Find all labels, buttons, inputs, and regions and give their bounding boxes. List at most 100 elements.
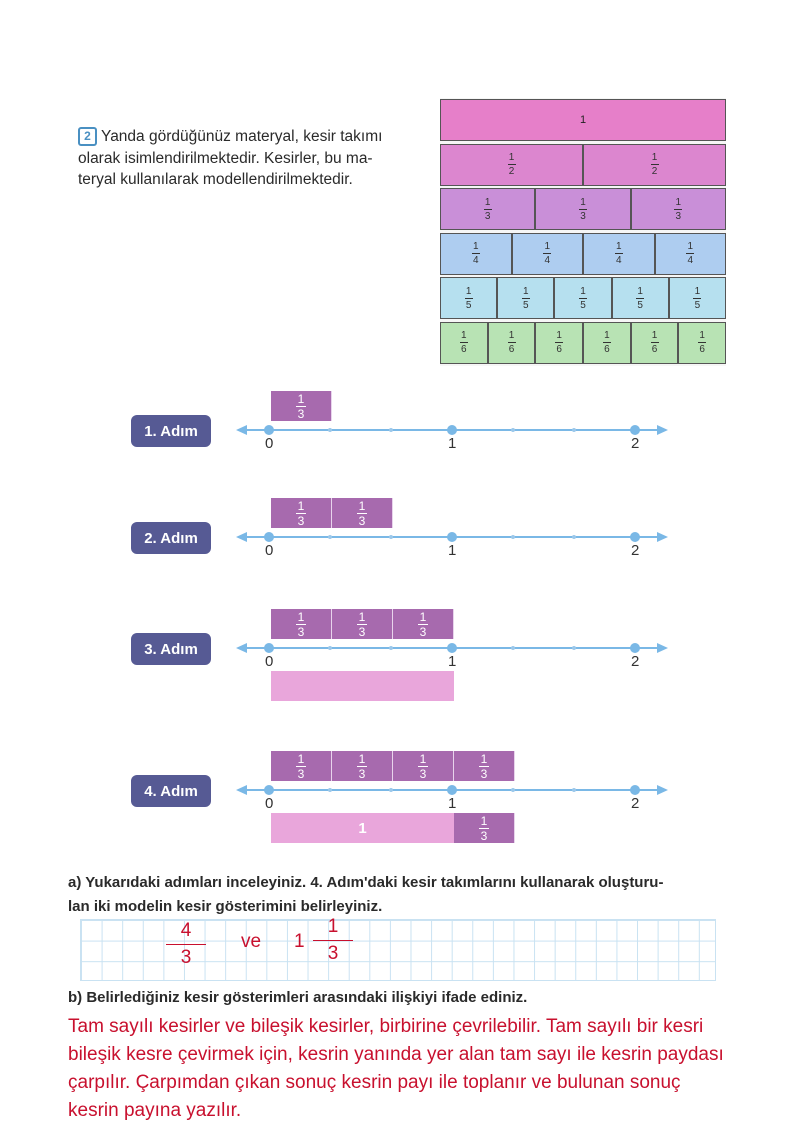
fraction-bar xyxy=(166,944,206,945)
number-line-label: 0 xyxy=(265,542,274,559)
step-label: 2. Adım xyxy=(131,522,211,554)
fraction-bar xyxy=(602,342,611,343)
fraction-bar xyxy=(357,623,367,625)
fraction-numerator: 1 xyxy=(687,241,694,252)
step-label: 1. Adım xyxy=(131,415,211,447)
number-line-label: 0 xyxy=(265,653,274,670)
fraction-numerator: 1 xyxy=(523,285,529,297)
answer-grid xyxy=(80,919,716,981)
fraction-denominator: 3 xyxy=(297,766,305,781)
fraction-numerator: 1 xyxy=(297,391,305,406)
fraction-denominator: 3 xyxy=(480,828,488,843)
fraction-denominator: 5 xyxy=(523,299,529,311)
number-line-label: 1 xyxy=(448,653,457,670)
number-line-label: 1 xyxy=(448,435,457,452)
question-a-line-2: lan iki modelin kesir gösterimini belirl… xyxy=(68,898,383,915)
fraction-denominator: 6 xyxy=(461,344,467,355)
fraction-bar xyxy=(614,253,623,254)
answer-b-line-4: kesrin payına yazılır. xyxy=(68,1100,242,1121)
fraction-numerator: 1 xyxy=(604,330,610,341)
fraction-bar xyxy=(579,297,587,299)
number-line-tick xyxy=(328,788,332,792)
fraction-denominator: 3 xyxy=(297,624,305,639)
fraction-denominator: 4 xyxy=(687,255,694,266)
number-line-tick xyxy=(511,428,515,432)
number-line-tick xyxy=(572,788,576,792)
step-label: 4. Adım xyxy=(131,775,211,807)
number-line-label: 2 xyxy=(631,653,640,670)
fraction-numerator: 1 xyxy=(419,609,427,624)
fraction-denominator: 5 xyxy=(465,299,472,311)
answer-b-line-3: çarpılır. Çarpımdan çıkan sonuç kesrin p… xyxy=(68,1072,681,1093)
fraction-denominator: 3 xyxy=(358,624,366,639)
improper-numerator: 4 xyxy=(180,920,192,941)
fraction-denominator: 6 xyxy=(508,344,515,355)
fraction-denominator: 3 xyxy=(297,406,305,421)
number-line-label: 1 xyxy=(448,542,457,559)
item-number-badge: 2 xyxy=(78,127,97,146)
fraction-bar xyxy=(296,765,306,767)
fraction-denominator: 4 xyxy=(472,255,479,266)
intro-line-3: teryal kullanılarak modellendirilmektedi… xyxy=(78,171,353,188)
fraction-denominator: 3 xyxy=(419,624,427,639)
number-line-label: 2 xyxy=(631,795,640,812)
fraction-numerator: 1 xyxy=(480,751,488,766)
number-line-point xyxy=(447,785,457,795)
fraction-bar xyxy=(686,253,695,254)
mixed-whole: 1 xyxy=(294,931,305,952)
mixed-numerator: 1 xyxy=(327,916,339,937)
number-line-point xyxy=(447,425,457,435)
fraction-numerator: 1 xyxy=(358,609,366,624)
answer-b-line-1: Tam sayılı kesirler ve bileşik kesirler,… xyxy=(68,1016,704,1037)
number-line-label: 0 xyxy=(265,795,274,812)
improper-denominator: 3 xyxy=(180,947,192,968)
fraction-numerator: 1 xyxy=(297,751,305,766)
intro-line-1: Yanda gördüğünüz materyal, kesir takımı xyxy=(101,128,383,145)
answer-b: Tam sayılı kesirler ve bileşik kesirler,… xyxy=(68,1013,798,1125)
fraction-numerator: 1 xyxy=(358,498,366,513)
arrow-right-icon xyxy=(657,532,668,542)
fraction-denominator: 3 xyxy=(297,513,305,528)
number-line-tick xyxy=(389,428,393,432)
fraction-bar xyxy=(479,765,489,767)
fraction-bar xyxy=(296,512,306,514)
whole-model: 1 xyxy=(271,813,454,843)
fraction-bar xyxy=(459,342,468,343)
number-line-tick xyxy=(511,535,515,539)
fraction-denominator: 6 xyxy=(699,344,705,355)
answer-improper-fraction: 4 3 xyxy=(166,920,206,969)
fraction-bar xyxy=(507,342,516,343)
